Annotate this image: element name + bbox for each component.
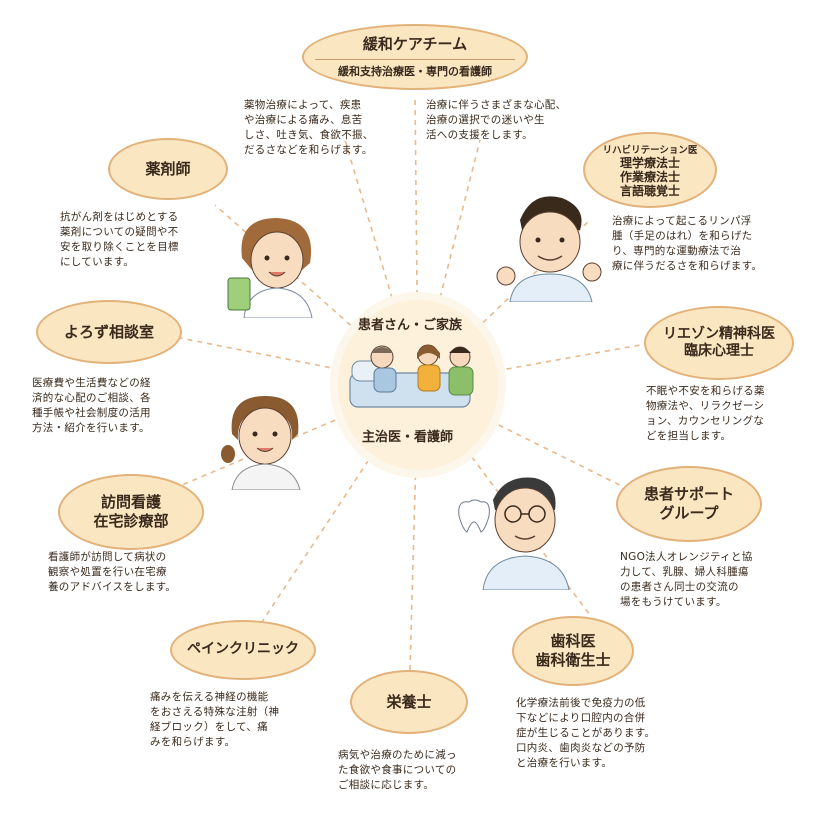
homecare-desc: 看護師が訪問して病状の観察や処置を行い在宅療養のアドバイスをします。 — [48, 551, 177, 593]
palliative-title: 緩和ケアチーム — [362, 35, 468, 54]
pain-title: ペインクリニック — [187, 641, 299, 658]
node-pain-clinic: ペインクリニック — [170, 620, 316, 680]
liaison-desc: 不眠や不安を和らげる薬物療法や、リラクゼーション、カウンセリングなどを担当します… — [646, 385, 765, 442]
homecare-subtitle: 在宅診療部 — [93, 512, 169, 530]
dental-desc: 化学療法前後で免疫力の低下などにより口腔内の合併症が生じることがあります。口内炎… — [516, 697, 656, 769]
palliative-desc-left: 薬物治療によって、疾患や治療による痛み、息苦しさ、吐き気、食欲不振、だるさなどを… — [244, 99, 374, 156]
rehab-st: 言語聴覚士 — [619, 184, 680, 198]
palliative-divider — [315, 58, 515, 60]
dentist-illustration — [458, 477, 570, 590]
liaison-title: リエゾン精神科医 — [663, 325, 775, 342]
liaison-subtitle: 臨床心理士 — [684, 343, 754, 359]
rehab-desc: 治療によって起こるリンパ浮腫（手足のはれ）を和らげたり、専門的な運動療法で治療に… — [612, 215, 763, 272]
node-liaison-psychiatry: リエゾン精神科医 臨床心理士 — [644, 306, 794, 380]
rehab-pt: 理学療法士 — [619, 156, 680, 170]
consult-desc: 医療費や生活費などの経済的な心配のご相談、各種手帳や社会制度の活用方法・紹介を行… — [32, 377, 151, 434]
homecare-title: 訪問看護 — [100, 493, 161, 512]
dental-title: 歯科医 — [550, 632, 596, 651]
nutrition-desc: 病気や治療のために減った食欲や食事についてのご相談に応じます。 — [338, 749, 457, 791]
node-palliative-care: 緩和ケアチーム 緩和支持治療医・専門の看護師 — [302, 24, 528, 90]
node-general-consultation: よろず相談室 — [36, 300, 182, 364]
therapist-illustration — [496, 196, 602, 302]
consult-title: よろず相談室 — [63, 322, 154, 341]
node-rehabilitation: リハビリテーション医 理学療法士 作業療法士 言語聴覚士 — [583, 132, 717, 208]
rehab-doctor: リハビリテーション医 — [602, 145, 698, 156]
palliative-desc-right: 治療に伴うさまざまな心配、治療の選択での迷いや生活への支援をします。 — [426, 99, 567, 141]
node-nutritionist: 栄養士 — [350, 670, 468, 734]
nutrition-title: 栄養士 — [386, 692, 432, 711]
node-pharmacist: 薬剤師 — [108, 138, 228, 200]
pharmacist-title: 薬剤師 — [145, 159, 191, 178]
visiting-nurse-illustration — [221, 396, 301, 490]
rehab-ot: 作業療法士 — [619, 170, 680, 184]
pharmacist-desc: 抗がん剤をはじめとする薬剤についての疑問や不安を取り除くことを目標にしています。 — [60, 211, 179, 268]
pain-desc: 痛みを伝える神経の機能をおさえる特殊な注射（神経ブロック）をして、痛みを和らげま… — [150, 691, 280, 748]
node-home-nursing: 訪問看護 在宅診療部 — [58, 474, 204, 550]
node-dental: 歯科医 歯科衛生士 — [512, 616, 634, 686]
dental-subtitle: 歯科衛生士 — [535, 651, 611, 669]
palliative-subtitle: 緩和支持治療医・専門の看護師 — [338, 64, 492, 78]
doctor-nurse-label: 主治医・看護師 — [362, 430, 454, 445]
support-desc: NGO法人オレンジティと協力して、乳腺、婦人科腫瘍の患者さん同士の交流の場をもう… — [620, 551, 753, 608]
support-subtitle: グループ — [659, 504, 719, 522]
patient-family-illustration — [349, 344, 474, 408]
patient-family-label: 患者さん・ご家族 — [358, 318, 463, 333]
pharmacist-illustration — [227, 218, 313, 318]
node-patient-support-group: 患者サポート グループ — [616, 466, 762, 542]
support-title: 患者サポート — [643, 485, 734, 504]
